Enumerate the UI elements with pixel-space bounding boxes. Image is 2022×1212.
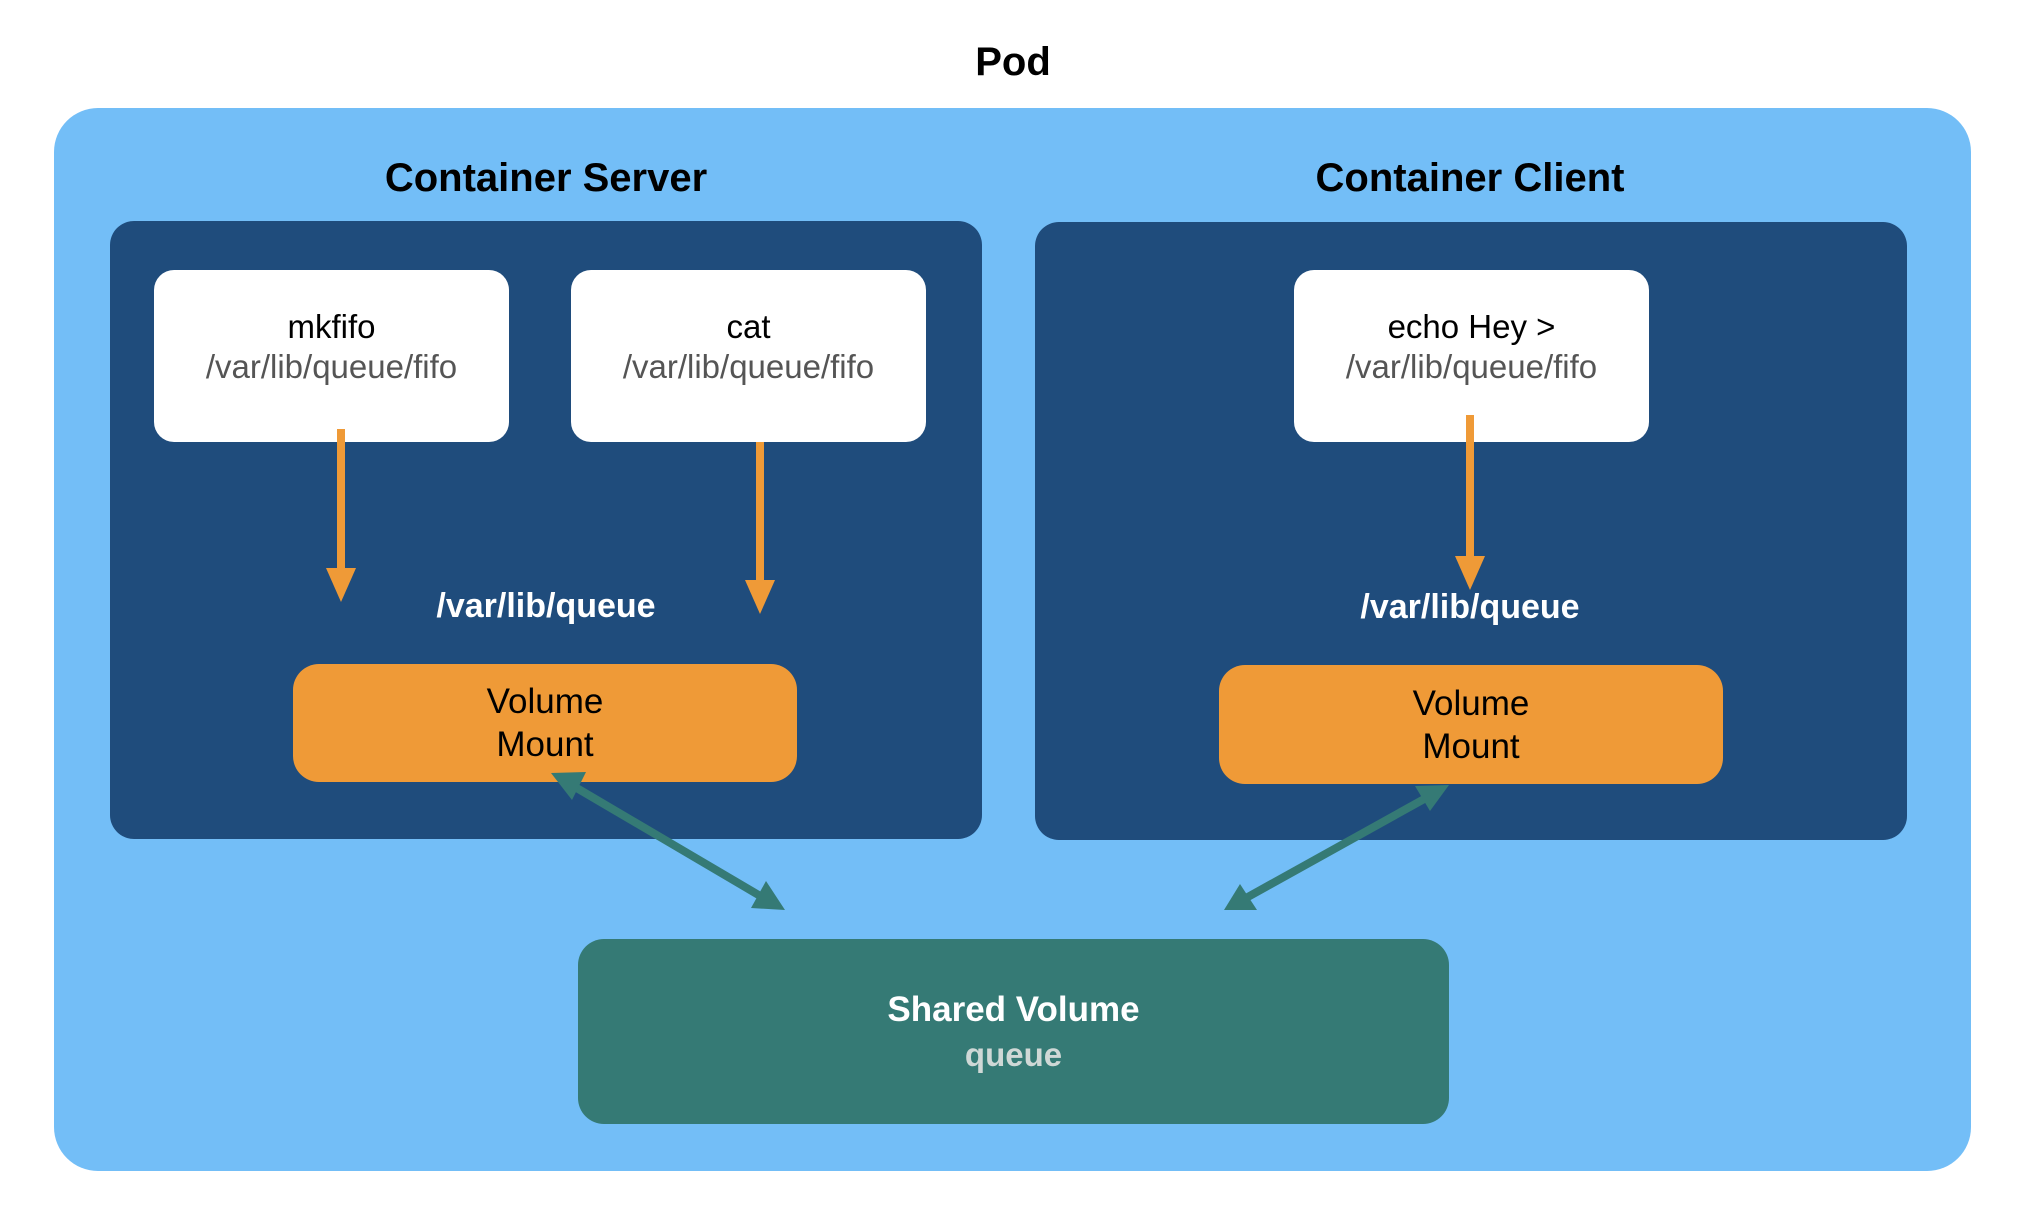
command-box-echo: echo Hey > /var/lib/queue/fifo bbox=[1294, 270, 1649, 442]
command-path: /var/lib/queue/fifo bbox=[1345, 348, 1598, 385]
server-mount-path: /var/lib/queue bbox=[436, 587, 656, 625]
volume-mount-line2: Mount bbox=[1422, 726, 1520, 766]
command-text: cat bbox=[726, 308, 771, 345]
command-text: echo Hey > bbox=[1387, 308, 1556, 345]
command-path: /var/lib/queue/fifo bbox=[622, 348, 875, 385]
client-mount-path: /var/lib/queue bbox=[1360, 588, 1580, 626]
client-volume-mount: Volume Mount bbox=[1219, 665, 1723, 784]
shared-volume-name: queue bbox=[964, 1035, 1063, 1073]
pod-title: Pod bbox=[975, 40, 1051, 84]
volume-mount-line2: Mount bbox=[496, 725, 594, 764]
command-text: mkfifo bbox=[287, 308, 376, 345]
command-box-mkfifo: mkfifo /var/lib/queue/fifo bbox=[154, 270, 509, 442]
volume-mount-line1: Volume bbox=[486, 682, 604, 721]
server-volume-mount: Volume Mount bbox=[293, 664, 797, 782]
shared-volume-title: Shared Volume bbox=[887, 989, 1140, 1029]
shared-volume-box: Shared Volume queue bbox=[578, 939, 1449, 1124]
container-client-title: Container Client bbox=[1315, 156, 1625, 200]
container-server-title: Container Server bbox=[384, 156, 708, 200]
volume-mount-line1: Volume bbox=[1412, 683, 1530, 723]
command-path: /var/lib/queue/fifo bbox=[205, 348, 458, 385]
command-box-cat: cat /var/lib/queue/fifo bbox=[571, 270, 926, 442]
